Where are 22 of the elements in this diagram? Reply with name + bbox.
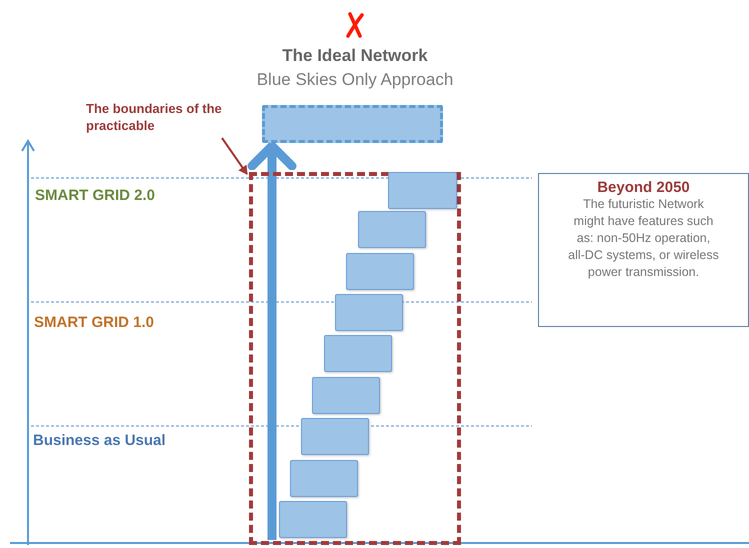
callout-text: The boundaries of the practicable — [86, 100, 236, 134]
step-box — [335, 294, 403, 331]
note-heading: Beyond 2050 — [596, 179, 691, 196]
subtitle: Blue Skies Only Approach — [256, 70, 454, 90]
level-label: SMART GRID 2.0 — [35, 187, 156, 204]
progress-arrow — [248, 142, 296, 540]
step-box — [279, 501, 347, 538]
step-box — [324, 335, 392, 372]
boundary-box — [249, 172, 461, 545]
note-box — [538, 173, 749, 327]
step-box — [312, 377, 380, 414]
step-box — [358, 211, 426, 248]
step-box — [290, 460, 358, 497]
leader-arrow — [221, 137, 248, 175]
title: The Ideal Network — [281, 46, 429, 66]
step-box — [388, 172, 457, 209]
note-body: The futuristic Network might have features such as: non-50Hz operation, all-DC systems, or wireless power transmission. — [567, 196, 720, 281]
level-label: Business as Usual — [33, 432, 166, 449]
step-box — [301, 418, 369, 455]
step-box — [346, 253, 414, 290]
ideal-network-box — [262, 105, 443, 143]
level-label: SMART GRID 1.0 — [34, 314, 154, 331]
